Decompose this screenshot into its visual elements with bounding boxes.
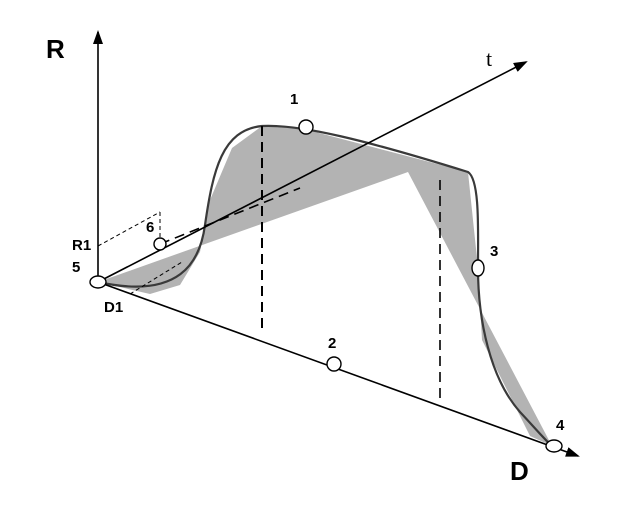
point-marker-1 [298, 119, 314, 135]
d1-label: D1 [104, 299, 123, 316]
r1-dashed-guide [97, 211, 161, 247]
dashed-diagonal [159, 187, 301, 245]
point-label-3: 3 [490, 243, 498, 260]
t-axis [97, 61, 528, 283]
response-curve [97, 124, 553, 447]
d1-dashed-guide [129, 261, 183, 295]
point-label-5: 5 [72, 259, 80, 276]
shaded-surface [98, 126, 552, 446]
point-marker-4 [545, 439, 563, 453]
point-label-2: 2 [328, 335, 336, 352]
point-marker-5 [89, 275, 107, 289]
r1-label: R1 [72, 237, 91, 254]
point-marker-6 [153, 237, 167, 251]
point-marker-3 [471, 259, 485, 277]
d-axis-label: D [510, 456, 529, 486]
r-axis-label: R [46, 34, 65, 64]
point-label-1: 1 [290, 91, 298, 108]
point-label-6: 6 [146, 219, 154, 236]
t-axis-label: t [486, 46, 492, 71]
point-label-4: 4 [556, 417, 565, 434]
point-marker-2 [326, 356, 342, 372]
